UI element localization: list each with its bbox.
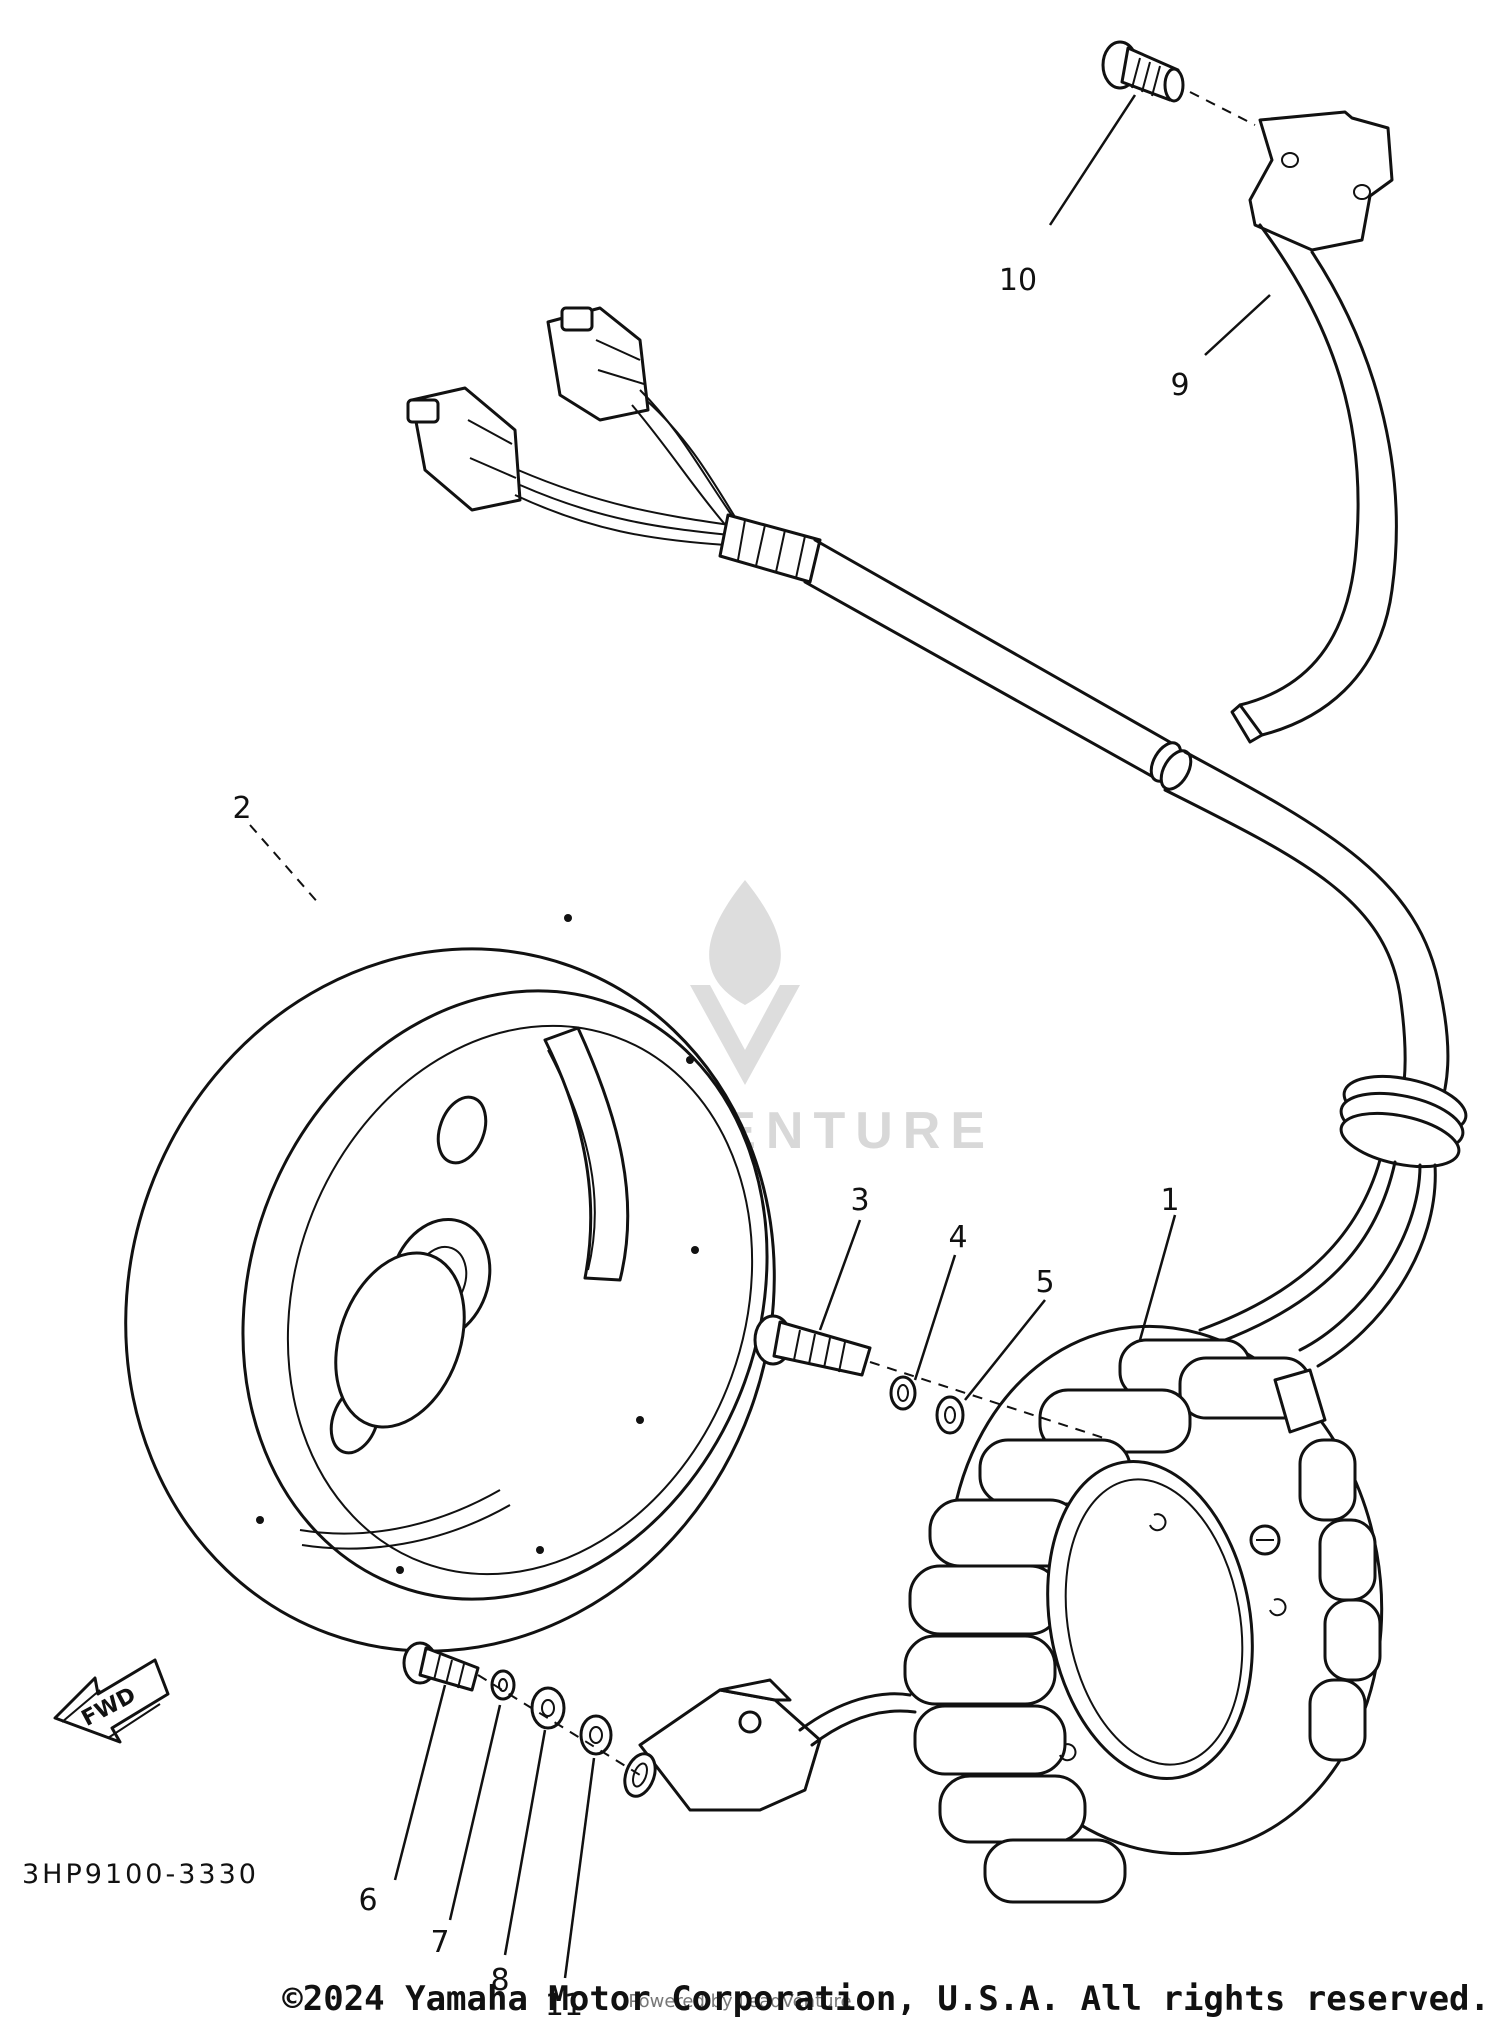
grommet	[1339, 1074, 1468, 1169]
part-11-washer	[579, 1714, 613, 1756]
part-1-stator	[903, 1324, 1384, 1904]
fwd-arrow-icon: FWD	[53, 1658, 170, 1744]
part-3-screw	[753, 1314, 872, 1377]
callout-5: 5	[1035, 1265, 1054, 1300]
callout-8: 8	[490, 1963, 509, 1998]
callout-10: 10	[999, 263, 1037, 298]
connector-upper	[546, 306, 650, 422]
callout-4: 4	[948, 1220, 967, 1255]
part-4-lock-washer	[889, 1375, 917, 1411]
diagram-part-number: 3HP9100-3330	[22, 1859, 259, 1890]
copyright-footer: ©2024 Yamaha Motor Corporation, U.S.A. A…	[282, 1979, 1490, 2019]
callout-9: 9	[1170, 368, 1189, 403]
callout-labels: 1 2 3 4 5 6 7 8 9 10 11	[232, 263, 1189, 2023]
callout-7: 7	[430, 1925, 449, 1960]
callout-6: 6	[358, 1883, 377, 1918]
watermark-flame-icon	[709, 880, 781, 1005]
part-2-flywheel-rotor	[124, 914, 776, 1653]
callout-2: 2	[232, 791, 251, 826]
connector-lower	[406, 386, 522, 512]
stator-coils	[903, 1338, 1382, 1904]
part-9-wire-guide	[1230, 110, 1398, 744]
callout-3: 3	[850, 1183, 869, 1218]
part-10-bolt	[1101, 40, 1185, 103]
rim-rivets	[256, 914, 699, 1574]
callout-11: 11	[545, 1988, 583, 2023]
pickup-coil	[623, 1678, 917, 1812]
part-5-washer	[935, 1395, 965, 1435]
callout-1: 1	[1160, 1183, 1179, 1218]
part-7-lock-washer	[490, 1669, 516, 1701]
part-6-screw	[402, 1641, 480, 1692]
powered-by-overlay: Powered by LeadVenture	[628, 1991, 851, 2012]
wire-harness	[406, 306, 1468, 1368]
leader-lines	[249, 94, 1271, 1979]
watermark-v-mark-icon	[690, 985, 800, 1085]
part-8-washer	[530, 1686, 566, 1730]
